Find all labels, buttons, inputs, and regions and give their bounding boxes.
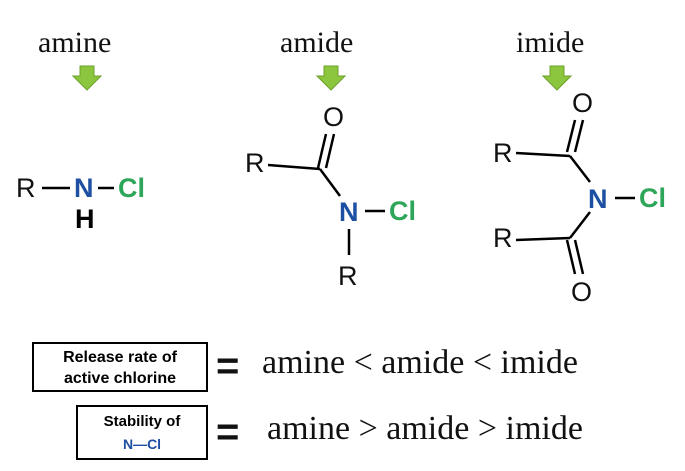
down-arrow-icon: [316, 65, 346, 91]
amine-structure: R N Cl H: [16, 173, 145, 234]
amide-structure: O R N Cl R: [245, 102, 416, 291]
imide-o-top: O: [572, 88, 593, 118]
imide-n: N: [588, 184, 608, 214]
amide-cl: Cl: [389, 196, 416, 226]
imide-cl: Cl: [639, 183, 666, 213]
amide-r-bottom: R: [338, 261, 358, 291]
release-rate-line1: Release rate of: [63, 349, 177, 366]
double-bond: [565, 239, 577, 275]
stability-dash: —: [133, 436, 148, 452]
structures-diagram: R N Cl H O R N Cl R O R N Cl R O: [16, 88, 666, 307]
down-arrow-icon: [542, 65, 572, 91]
imide-heading: imide: [516, 26, 585, 59]
stability-relation: amine > amide > imide: [267, 410, 583, 447]
imide-o-bottom: O: [571, 277, 592, 307]
bond: [569, 155, 591, 183]
imide-structure: O R N Cl R O: [493, 88, 666, 307]
amine-r: R: [16, 173, 36, 203]
down-arrow-icon: [72, 65, 102, 91]
amine-n: N: [74, 173, 94, 203]
bond: [515, 151, 571, 158]
n-cl-bond-label: N—Cl: [78, 433, 206, 455]
equals-sign: =: [216, 410, 240, 454]
release-rate-relation: amine < amide < imide: [262, 344, 578, 381]
stability-box: Stability of N—Cl: [76, 405, 208, 460]
double-bond: [573, 119, 585, 153]
bond: [569, 211, 591, 239]
double-bond: [573, 239, 585, 275]
double-bond: [324, 133, 336, 169]
stability-cl: Cl: [147, 436, 162, 452]
amine-cl: Cl: [118, 173, 145, 203]
bond: [515, 236, 571, 242]
amine-heading: amine: [38, 26, 112, 59]
stability-n: N: [122, 436, 134, 452]
amide-n: N: [339, 197, 359, 227]
amide-o: O: [323, 102, 344, 132]
release-rate-line2: active chlorine: [63, 370, 177, 387]
equals-sign: =: [216, 344, 240, 388]
stability-line1: Stability of: [103, 413, 181, 430]
double-bond: [565, 119, 577, 153]
imide-r-top: R: [493, 138, 513, 168]
bond: [318, 168, 342, 197]
amine-h: H: [75, 204, 95, 234]
bond: [267, 163, 321, 171]
amide-heading: amide: [280, 26, 354, 59]
release-rate-box: Release rate of active chlorine: [32, 342, 208, 392]
imide-r-bottom: R: [493, 223, 513, 253]
double-bond: [316, 133, 328, 169]
amide-r-top: R: [245, 148, 265, 178]
